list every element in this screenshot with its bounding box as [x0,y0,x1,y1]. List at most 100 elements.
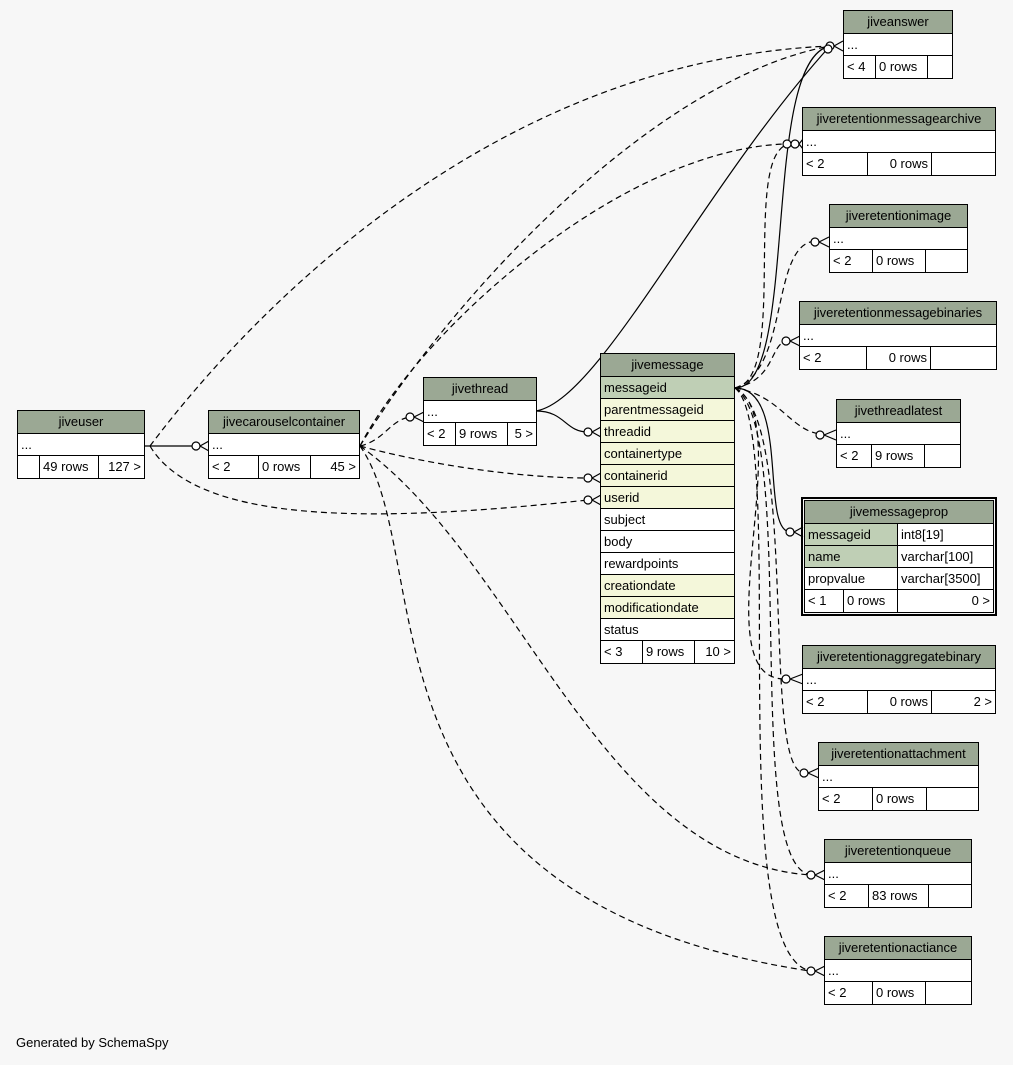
table-jiveretentionmessagearchive[interactable]: jiveretentionmessagearchive ... < 2 0 ro… [802,107,996,176]
table-meta: < 2 0 rows [830,250,967,272]
edge-user-userid [149,445,589,515]
table-meta: < 1 0 rows 0 > [805,590,993,612]
column-type: varchar[100] [901,549,974,564]
edge-marker [782,139,792,149]
table-jivethread[interactable]: jivethread ... < 2 9 rows 5 > [423,377,537,446]
crow-foot [789,673,804,685]
meta-parents: < 2 [819,788,873,810]
column-messageid: messageid [601,377,734,399]
meta-parents: < 2 [800,347,867,369]
crow-foot [818,236,830,248]
meta-children: 10 > [705,644,731,659]
meta-parents: < 2 [825,885,869,907]
table-meta: < 2 0 rows 2 > [803,691,995,713]
meta-parents: < 2 [830,250,873,272]
table-title: jiveretentionqueue [825,840,971,863]
column-row: ... [844,34,952,56]
edge-carousel-actiance [359,445,811,972]
table-jiveanswer[interactable]: jiveanswer ... < 4 0 rows [843,10,953,79]
meta-children [926,250,967,272]
column-row: ... [800,325,996,347]
crow-foot [413,411,425,423]
table-meta: < 2 9 rows 5 > [424,423,536,445]
edge-marker [785,527,795,537]
meta-rows: 0 rows [868,691,932,713]
meta-children [925,445,960,467]
meta-parents: < 3 [601,641,643,663]
column-userid: userid [601,487,734,509]
meta-rows: 9 rows [456,423,508,445]
crow-foot [591,426,602,438]
table-meta: < 2 9 rows [837,445,960,467]
edge-marker [806,870,816,880]
edge-thread-answer [535,45,831,412]
edge-message-prop [734,387,791,533]
table-meta: < 3 9 rows 10 > [601,641,734,663]
meta-rows: 0 rows [873,250,926,272]
edge-marker [810,237,820,247]
crow-foot [793,526,804,538]
table-jiveretentionaggregatebinary[interactable]: jiveretentionaggregatebinary ... < 2 0 r… [802,645,996,714]
column-row: ... [825,960,971,982]
table-title: jivethread [424,378,536,401]
table-jivecarouselcontainer[interactable]: jivecarouselcontainer ... < 2 0 rows 45 … [208,410,360,479]
table-jiveretentionimage[interactable]: jiveretentionimage ... < 2 0 rows [829,204,968,273]
table-jiveretentionqueue[interactable]: jiveretentionqueue ... < 2 83 rows [824,839,972,908]
table-meta: < 2 0 rows [803,153,995,175]
column-name: messageid [805,524,898,545]
column-status: status [601,619,734,641]
table-jiveretentionactiance[interactable]: jiveretentionactiance ... < 2 0 rows [824,936,972,1005]
edge-message-answer [734,45,831,389]
table-jivemessage[interactable]: jivemessage messageid parentmessageid th… [600,353,735,664]
table-title: jivemessageprop [805,501,993,524]
column-modificationdate: modificationdate [601,597,734,619]
column-row: ... [803,131,995,153]
meta-parents: < 2 [424,423,456,445]
crow-foot [789,335,801,347]
column-name: propvalue [805,568,898,589]
table-jiveretentionattachment[interactable]: jiveretentionattachment ... < 2 0 rows [818,742,979,811]
table-jivemessageprop[interactable]: jivemessageprop messageid int8[19] name … [801,497,997,616]
meta-parents: < 2 [825,982,873,1004]
meta-rows: 49 rows [40,456,99,478]
table-meta: < 2 0 rows [819,788,978,810]
table-jivethreadlatest[interactable]: jivethreadlatest ... < 2 9 rows [836,399,961,468]
column-name: name [805,546,898,567]
table-meta: < 2 0 rows 45 > [209,456,359,478]
table-jiveretentionmessagebinaries[interactable]: jiveretentionmessagebinaries ... < 2 0 r… [799,301,997,370]
column-creationdate: creationdate [601,575,734,597]
edge-message-queue [734,387,813,876]
table-meta: < 2 0 rows [800,347,996,369]
edge-marker [781,674,791,684]
column-containertype: containertype [601,443,734,465]
edge-carousel-queue [359,445,811,876]
crow-foot [823,429,837,441]
column-messageid: messageid int8[19] [805,524,993,546]
column-threadid: threadid [601,421,734,443]
meta-children: 0 > [971,593,990,608]
column-row: ... [830,228,967,250]
table-meta: 49 rows 127 > [18,456,144,478]
meta-rows: 0 rows [868,153,932,175]
edge-user-answer [149,45,831,447]
edge-message-threadlatest [734,387,821,435]
column-row: ... [18,434,144,456]
column-row: ... [803,669,995,691]
edge-carousel-containerid [359,445,589,479]
table-title: jiveretentionimage [830,205,967,228]
edge-marker [405,412,415,422]
table-title: jivecarouselcontainer [209,411,359,434]
edge-carousel-answer [359,45,831,447]
edge-marker [583,495,593,505]
table-meta: < 2 0 rows [825,982,971,1004]
meta-children: 45 > [330,459,356,474]
footer-generated-by: Generated by SchemaSpy [16,1035,169,1050]
meta-children: 127 > [108,459,141,474]
meta-parents: < 2 [803,691,868,713]
column-row: ... [209,434,359,456]
meta-children [928,56,952,78]
edge-message-image [734,240,816,389]
table-jiveuser[interactable]: jiveuser ... 49 rows 127 > [17,410,145,479]
edge-message-aggregate [734,387,786,680]
column-propvalue: propvalue varchar[3500] [805,568,993,590]
